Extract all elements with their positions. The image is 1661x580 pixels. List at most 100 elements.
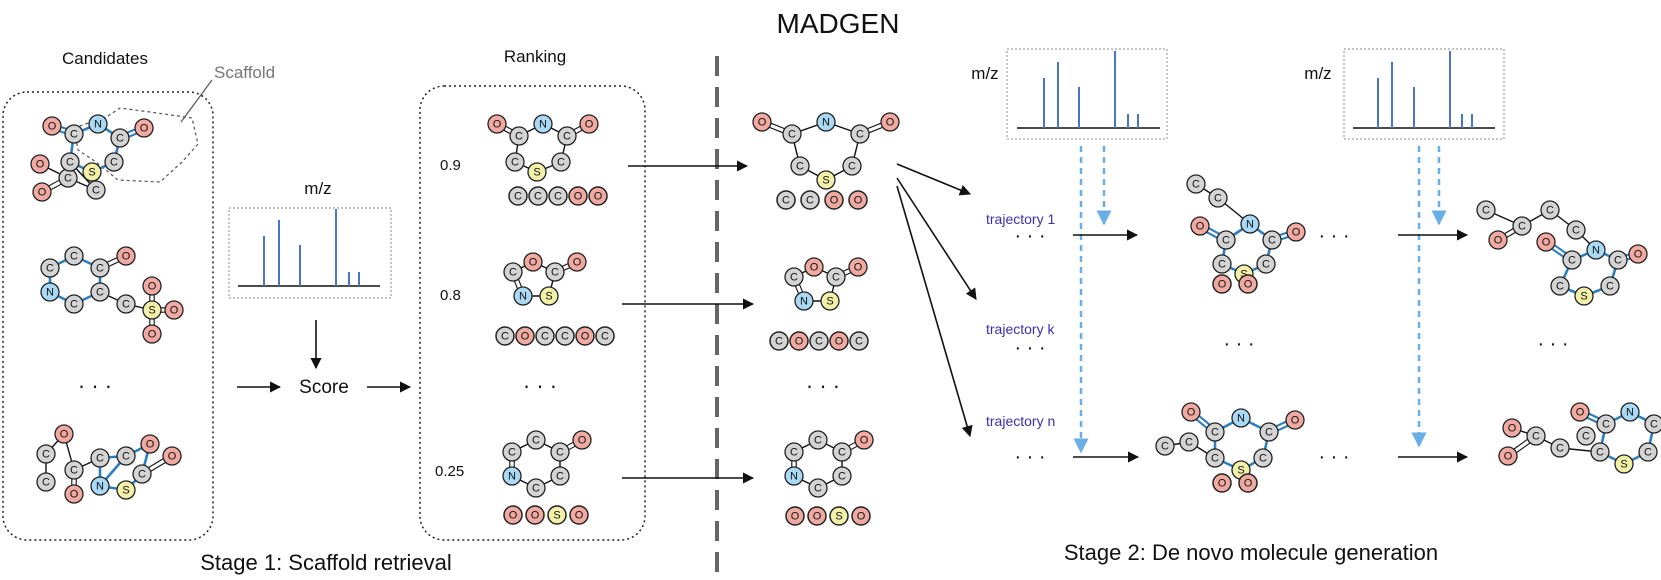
traj1-start-ellipsis: · · · (1014, 225, 1045, 247)
carbon-atom (1644, 414, 1661, 434)
atom-symbol: O (575, 510, 584, 522)
atom-symbol: C (782, 195, 790, 207)
scaffold-pointer (180, 79, 213, 123)
stage2-mz-label-2: m/z (1304, 64, 1331, 83)
candidates-box (2, 91, 214, 541)
atom-symbol: S (1240, 269, 1247, 281)
oxygen-atom (54, 424, 74, 444)
carbon-atom (90, 448, 110, 468)
atom-symbol: C (1262, 259, 1270, 271)
carbon-fragment (769, 331, 789, 351)
atom-symbol: O (594, 191, 603, 203)
atom-symbol: O (1504, 451, 1513, 463)
oxygen-atom (30, 154, 50, 174)
atom-symbol: C (855, 336, 863, 348)
carbon-atom (782, 124, 802, 144)
atom-symbol: C (551, 267, 559, 279)
ranking-score-1: 0.9 (440, 157, 461, 174)
atom-symbol: C (561, 331, 569, 343)
atom-symbol: O (60, 429, 69, 441)
oxygen-atom (752, 112, 772, 132)
carbon-fragment (849, 331, 869, 351)
atom-symbol: O (122, 251, 131, 263)
atom-symbol: C (848, 161, 856, 173)
carbon-atom (1550, 276, 1570, 296)
atom-symbol: C (541, 331, 549, 343)
atom-symbol: C (122, 451, 130, 463)
nitrogen-atom (40, 282, 60, 302)
retrieved-ellipsis: · · · (806, 373, 840, 398)
carbon-atom (104, 152, 124, 172)
fanout-arrow-trajectory-1 (896, 163, 972, 196)
oxygen-fragment (1238, 274, 1258, 294)
atom-symbol: C (838, 447, 846, 459)
atom-symbol: O (1494, 235, 1503, 247)
atom-symbol: O (529, 257, 538, 269)
nitrogen-atom (816, 112, 836, 132)
atom-symbol: N (94, 119, 102, 131)
atom-symbol: C (838, 471, 846, 483)
oxygen-atom (1498, 446, 1518, 466)
atom-symbol: O (581, 331, 590, 343)
oxygen-atom (116, 246, 136, 266)
carbon-atom (526, 478, 546, 498)
carbon-atom (502, 442, 522, 462)
carbon-atom (550, 442, 570, 462)
nitrogen-atom (1231, 408, 1251, 428)
carbon-atom (503, 262, 523, 282)
oxygen-fragment (851, 506, 871, 526)
atom-symbol: C (96, 263, 104, 275)
carbon-atom (550, 466, 570, 486)
oxygen-atom (1285, 410, 1305, 430)
atom-symbol: C (42, 477, 50, 489)
atom-symbol: C (554, 191, 562, 203)
atom-symbol: C (1482, 205, 1490, 217)
sulfur-atom (1614, 454, 1634, 474)
atom-symbol: C (70, 251, 78, 263)
nitrogen-atom (90, 476, 110, 496)
trajk-end-ellipsis: · · · (1537, 333, 1568, 355)
carbon-atom (832, 442, 852, 462)
carbon-atom (1262, 230, 1282, 250)
oxygen-atom (579, 114, 599, 134)
carbon-atom (784, 442, 804, 462)
atom-symbol: N (790, 471, 798, 483)
atom-symbol: O (810, 262, 819, 274)
atom-symbol: C (1568, 255, 1576, 267)
atom-symbol: C (96, 453, 104, 465)
candidates-ellipsis: · · · (78, 373, 112, 398)
oxygen-fragment (789, 331, 809, 351)
stage2-caption: Stage 2: De novo molecule generation (1064, 540, 1438, 565)
atom-symbol: C (138, 469, 146, 481)
atom-symbol: S (835, 511, 842, 523)
atom-symbol: O (854, 195, 863, 207)
atom-symbol: C (788, 129, 796, 141)
carbon-atom (790, 156, 810, 176)
nitrogen-atom (88, 114, 108, 134)
carbon-atom (1512, 216, 1532, 236)
carbon-atom (1596, 414, 1616, 434)
atom-symbol: O (857, 511, 866, 523)
atom-symbol: O (493, 119, 502, 131)
atom-symbol: C (1214, 193, 1222, 205)
nitrogen-atom (1620, 402, 1640, 422)
carbon-atom (526, 430, 546, 450)
nitrogen-atom (513, 286, 533, 306)
atom-symbol: S (148, 305, 155, 317)
atom-symbol: C (790, 272, 798, 284)
carbon-atom (1256, 254, 1276, 274)
atom-symbol: O (1292, 227, 1301, 239)
atom-symbol: C (1265, 427, 1273, 439)
carbon-atom (1562, 250, 1582, 270)
atom-symbol: O (70, 489, 79, 501)
carbon-atom (1208, 188, 1228, 208)
atom-symbol: N (519, 291, 527, 303)
carbon-atom (116, 294, 136, 314)
